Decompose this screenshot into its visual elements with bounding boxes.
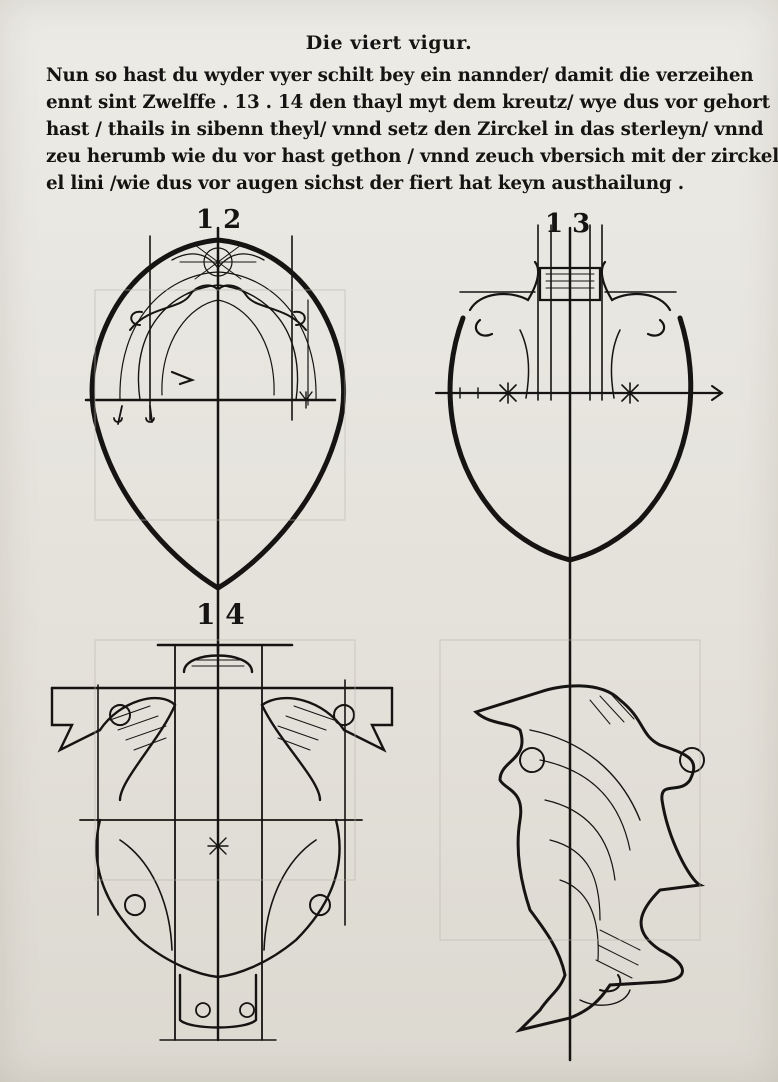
show-through-marks (94, 289, 701, 941)
figure-12-shield-construction (84, 226, 347, 654)
figure-label-12: 1 2 (196, 205, 241, 235)
helmet-crest-figure (473, 684, 706, 1033)
figure-14-mantling (50, 643, 394, 1042)
body-line: hast / thails in sibenn theyl/ vnnd setz… (46, 119, 764, 140)
body-text: Nun so hast du wyder vyer schilt bey ein… (46, 62, 778, 197)
body-line: el lini /wie dus vor augen sichst der fi… (46, 173, 684, 194)
page-heading: Die viert vigur. (305, 32, 473, 54)
figure-label-14: 1 4 (196, 598, 245, 631)
body-line: zeu herumb wie du vor hast gethon / vnnd… (46, 146, 778, 167)
body-line: ennt sint Zwelffe . 13 . 14 den thayl my… (46, 92, 770, 113)
figure-label-13: 1 3 (545, 209, 590, 239)
figure-13-shield-construction (434, 224, 724, 1062)
body-line: Nun so hast du wyder vyer schilt bey ein… (46, 65, 754, 86)
